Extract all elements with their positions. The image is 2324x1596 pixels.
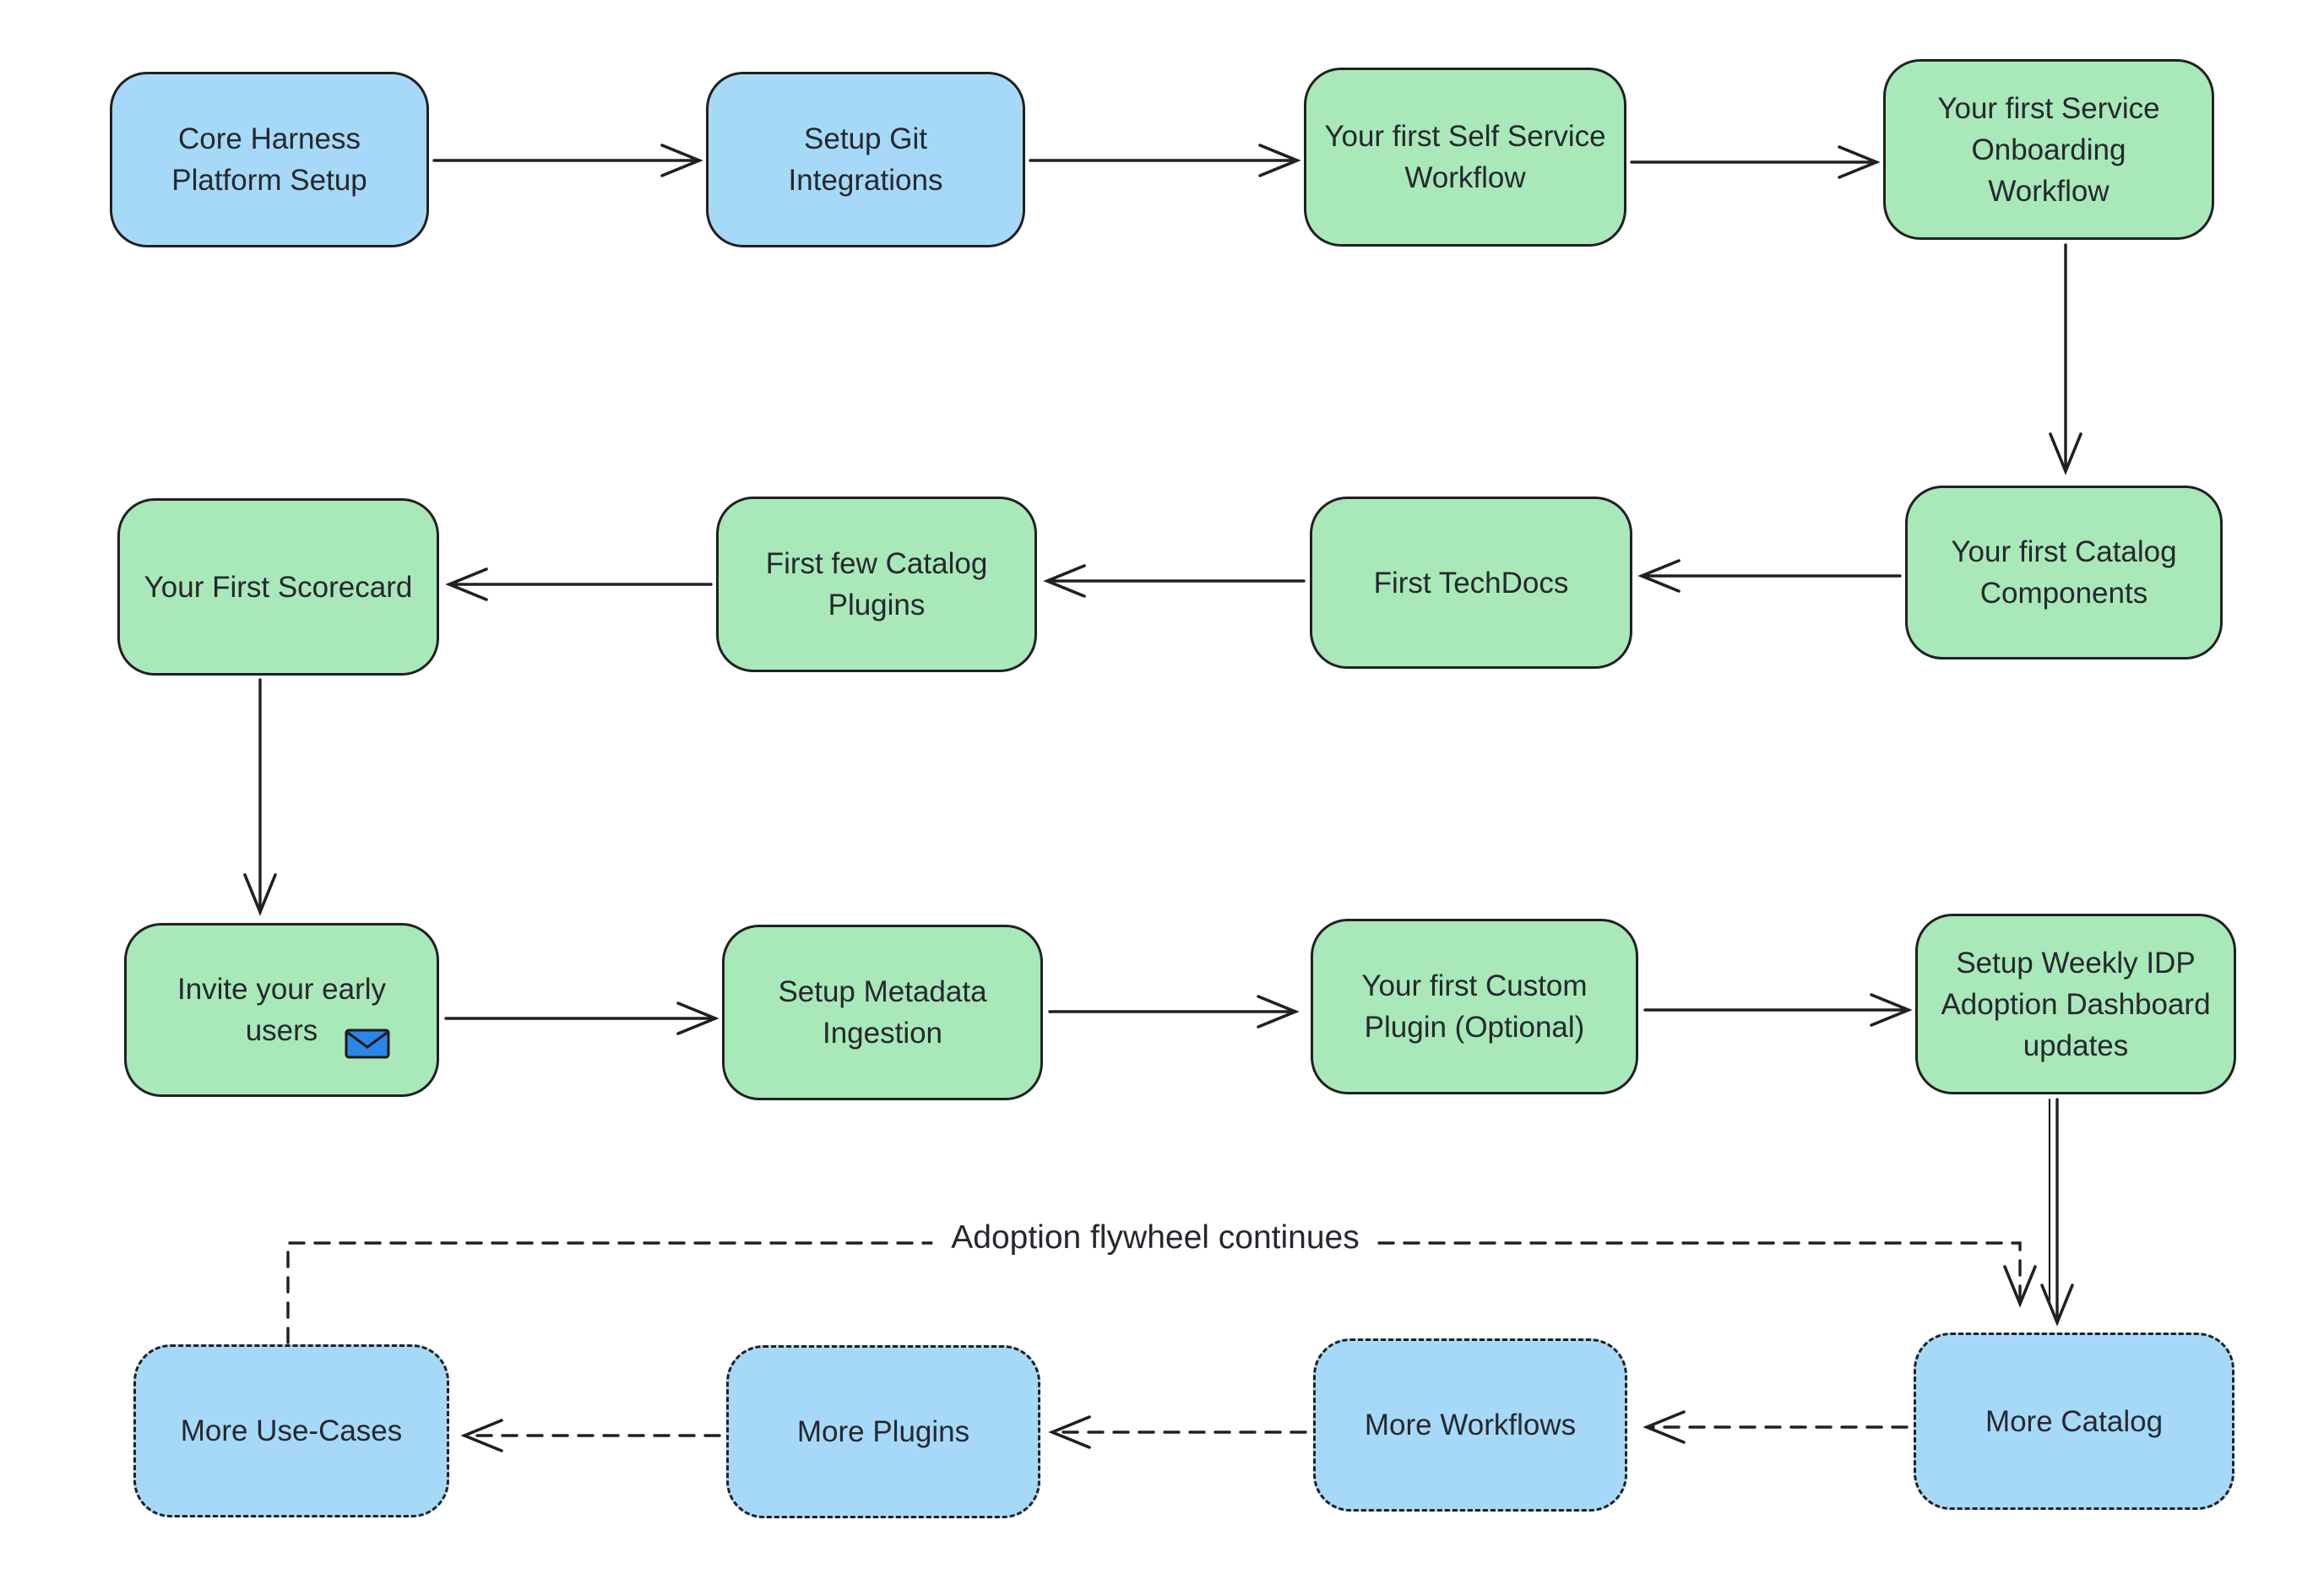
node-label: More Plugins xyxy=(796,1415,970,1448)
node-setup-git-integrations: Setup Git Integrations xyxy=(706,72,1025,247)
flywheel-return-path xyxy=(286,1241,2037,1344)
node-label: More Use-Cases xyxy=(180,1414,403,1447)
node-label: Setup Metadata Ingestion xyxy=(778,975,987,1050)
node-core-harness-platform-setup: Core Harness Platform Setup xyxy=(110,72,429,247)
node-first-catalog-components: Your first Catalog Components xyxy=(1905,486,2223,660)
node-first-custom-plugin: Your first Custom Plugin (Optional) xyxy=(1311,919,1638,1094)
node-first-few-catalog-plugins: First few Catalog Plugins xyxy=(716,497,1037,672)
node-more-catalog: More Catalog xyxy=(1914,1333,2234,1510)
node-weekly-idp-adoption-dashboard: Setup Weekly IDP Adoption Dashboard upda… xyxy=(1915,914,2236,1094)
node-label: Setup Weekly IDP Adoption Dashboard upda… xyxy=(1941,946,2211,1062)
envelope-icon xyxy=(345,1029,390,1059)
node-label: Core Harness Platform Setup xyxy=(171,122,367,197)
node-setup-metadata-ingestion: Setup Metadata Ingestion xyxy=(722,925,1043,1100)
node-first-scorecard: Your First Scorecard xyxy=(117,498,439,676)
node-more-plugins: More Plugins xyxy=(726,1345,1040,1518)
node-label: Invite your early users xyxy=(176,973,387,1047)
node-more-workflows: More Workflows xyxy=(1313,1338,1627,1512)
node-first-service-onboarding-workflow: Your first Service Onboarding Workflow xyxy=(1883,59,2214,240)
node-label: Your first Service Onboarding Workflow xyxy=(1937,91,2160,208)
node-label: Your first Custom Plugin (Optional) xyxy=(1361,969,1588,1044)
node-label: Your First Scorecard xyxy=(144,570,413,604)
node-first-techdocs: First TechDocs xyxy=(1310,497,1632,669)
node-more-use-cases: More Use-Cases xyxy=(133,1344,449,1517)
node-label: First TechDocs xyxy=(1373,566,1569,600)
node-invite-early-users: Invite your early users xyxy=(124,923,439,1097)
node-label: More Catalog xyxy=(1985,1404,2164,1438)
node-first-self-service-workflow: Your first Self Service Workflow xyxy=(1304,68,1626,247)
node-label: Your first Catalog Components xyxy=(1951,535,2177,610)
node-label: More Workflows xyxy=(1364,1409,1577,1441)
node-label: Setup Git Integrations xyxy=(788,122,943,197)
flywheel-label: Adoption flywheel continues xyxy=(932,1219,1378,1257)
node-label: Your first Self Service Workflow xyxy=(1324,120,1606,194)
node-label: First few Catalog Plugins xyxy=(765,547,988,622)
